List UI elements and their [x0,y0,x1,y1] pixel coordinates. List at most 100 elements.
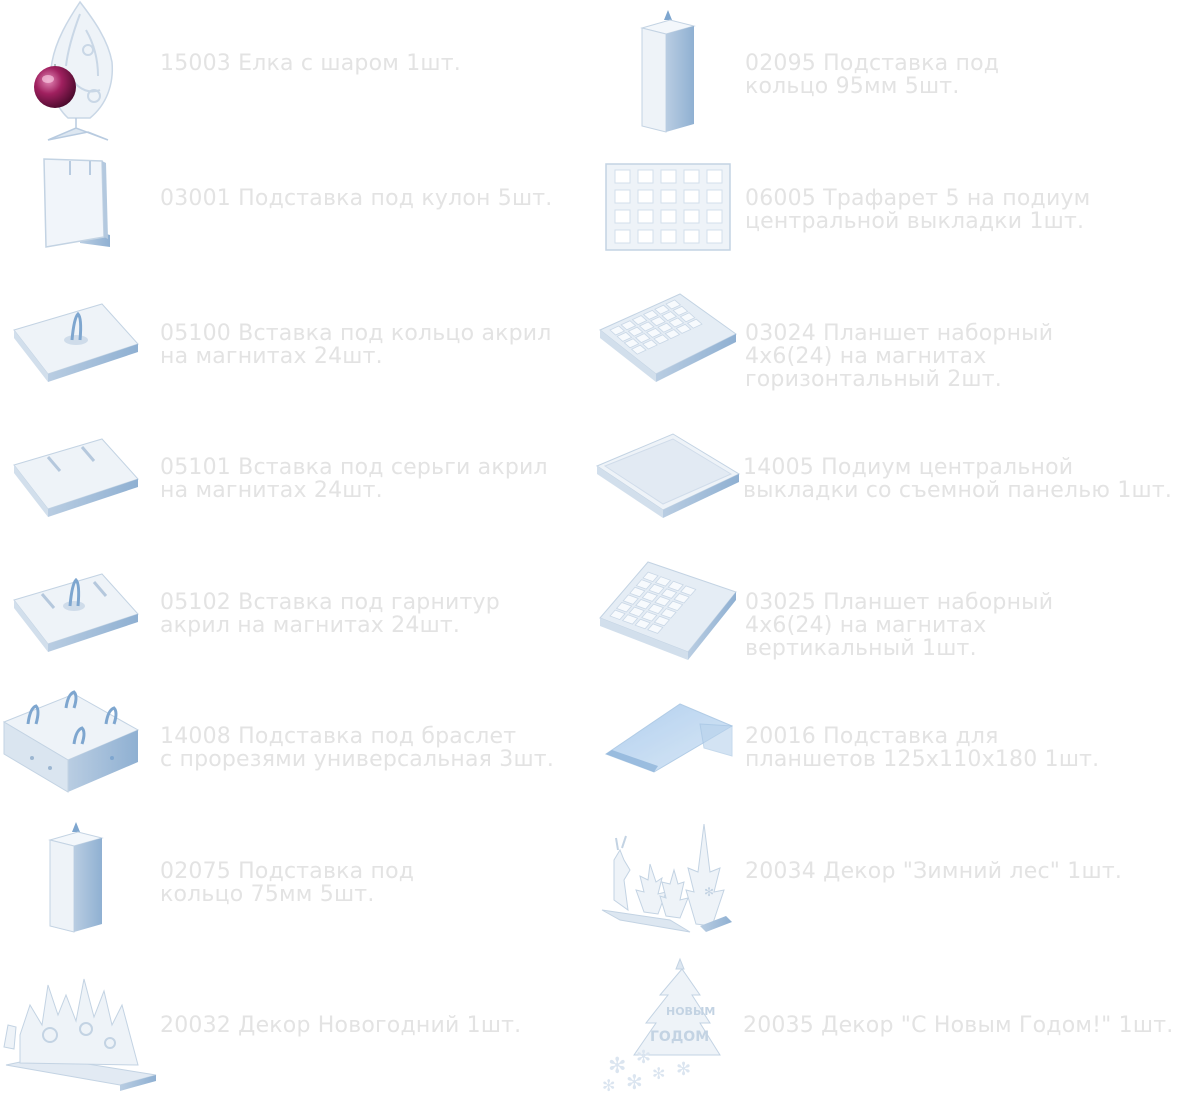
item-label: 03024 Планшет наборный 4х6(24) на магнит… [745,321,1054,392]
tray-horizontal-icon [598,290,738,385]
tray-cell [631,315,648,326]
short-stand-icon [46,822,106,934]
item-label: 05101 Вставка под серьги акрил на магнит… [160,455,548,503]
svg-text:✻: ✻ [626,1070,643,1094]
item-label: 14005 Подиум центральной выкладки со съе… [743,455,1173,503]
tray-cell [609,609,626,621]
tray-cell [627,326,644,337]
tray-cell [665,299,682,310]
bracelet-stand-icon [2,688,142,798]
winter-forest-icon: ✻ [600,820,740,935]
tray-cell [630,344,647,355]
tray-cell [620,320,637,331]
svg-text:✻: ✻ [602,1076,615,1095]
earring-insert-icon [12,435,142,520]
tablet-stand-icon [600,700,740,775]
stencil-opening [614,169,631,184]
tray-vertical-icon [598,558,738,663]
tray-cell [668,317,685,328]
tray-cell [666,600,684,612]
item-label: 05100 Вставка под кольцо акрил на магнит… [160,321,552,369]
stencil-opening [660,189,677,204]
item-label: 02095 Подставка под кольцо 95мм 5шт. [745,51,1000,99]
tray-cell [654,304,670,315]
tray-cell [635,579,653,590]
pendant-stand-icon [40,155,115,255]
svg-text:✻: ✻ [608,1054,626,1079]
tray-cell [672,305,689,316]
tray-cell [657,322,674,333]
tray-cell [609,325,626,336]
svg-text:НОВЫМ: НОВЫМ [666,1005,715,1018]
stencil-opening [706,189,723,204]
tray-cell [667,580,684,592]
tray-cell [642,339,658,350]
tray-cell [679,312,696,323]
tray-cell [654,576,672,587]
tray-cell [622,594,639,605]
tray-cell [646,327,662,338]
stencil-opening [637,209,654,224]
item-label: 06005 Трафарет 5 на подиум центральной в… [745,186,1091,234]
stencil-opening [683,169,700,184]
tray-cell [628,606,645,618]
item-label: 20035 Декор "С Новым Годом!" 1шт. [743,1013,1174,1038]
item-label: 14008 Подставка под браслет с прорезями … [160,724,555,772]
svg-text:✻: ✻ [704,885,714,899]
tray-cell [680,585,697,596]
tray-cell [621,614,639,625]
stencil-opening [660,229,677,244]
tray-cell [647,623,664,634]
stencil-opening [706,169,723,184]
stencil-grid-icon [605,163,731,251]
tray-cell [634,333,651,344]
item-label: 20016 Подставка для планшетов 125х110х18… [745,724,1100,772]
stencil-opening [660,169,677,184]
tray-cell [686,318,703,329]
tray-cell [634,618,651,630]
tray-cell [629,586,646,598]
tray-cell [675,323,692,334]
tray-cell [660,608,677,619]
tray-cell [661,311,678,322]
ring-insert-icon [12,300,142,385]
tray-cell [647,603,665,615]
tray-cell [653,615,671,627]
stencil-opening [683,189,700,204]
stencil-opening [683,229,700,244]
item-label: 05102 Вставка под гарнитур акрил на магн… [160,590,500,638]
christmas-tree-icon [28,0,128,145]
tall-stand-icon [638,10,698,135]
tray-cell [616,331,633,342]
happy-new-year-icon: ГОДОМ НОВЫМ ✻ ✻ ✻ ✻ ✻ ✻ [600,955,725,1095]
stencil-opening [706,229,723,244]
tray-cell [650,316,666,327]
item-label: 03025 Планшет наборный 4х6(24) на магнит… [745,590,1054,661]
stencil-opening [706,209,723,224]
tray-cell [648,583,665,595]
svg-text:✻: ✻ [676,1059,691,1080]
tray-cell [642,571,659,583]
tray-cell [641,591,659,602]
svg-text:✻: ✻ [652,1064,665,1083]
item-label: 03001 Подставка под кулон 5шт. [160,186,553,211]
stencil-opening [614,189,631,204]
tray-cell [654,596,671,607]
tray-cell [664,329,681,340]
stencil-opening [614,209,631,224]
tray-cell [653,334,670,345]
tray-cell [641,611,658,622]
stencil-opening [614,229,631,244]
svg-text:✻: ✻ [636,1047,651,1068]
stencil-opening [637,189,654,204]
stencil-opening [683,209,700,224]
stencil-opening [637,229,654,244]
tray-cell [635,599,652,610]
set-insert-icon [12,570,142,655]
tray-cell [615,602,633,613]
svg-text:ГОДОМ: ГОДОМ [650,1029,709,1045]
podium-icon [595,430,743,522]
new-year-decor-icon [0,965,158,1095]
item-label: 02075 Подставка под кольцо 75мм 5шт. [160,859,415,907]
tray-cell [642,309,659,320]
